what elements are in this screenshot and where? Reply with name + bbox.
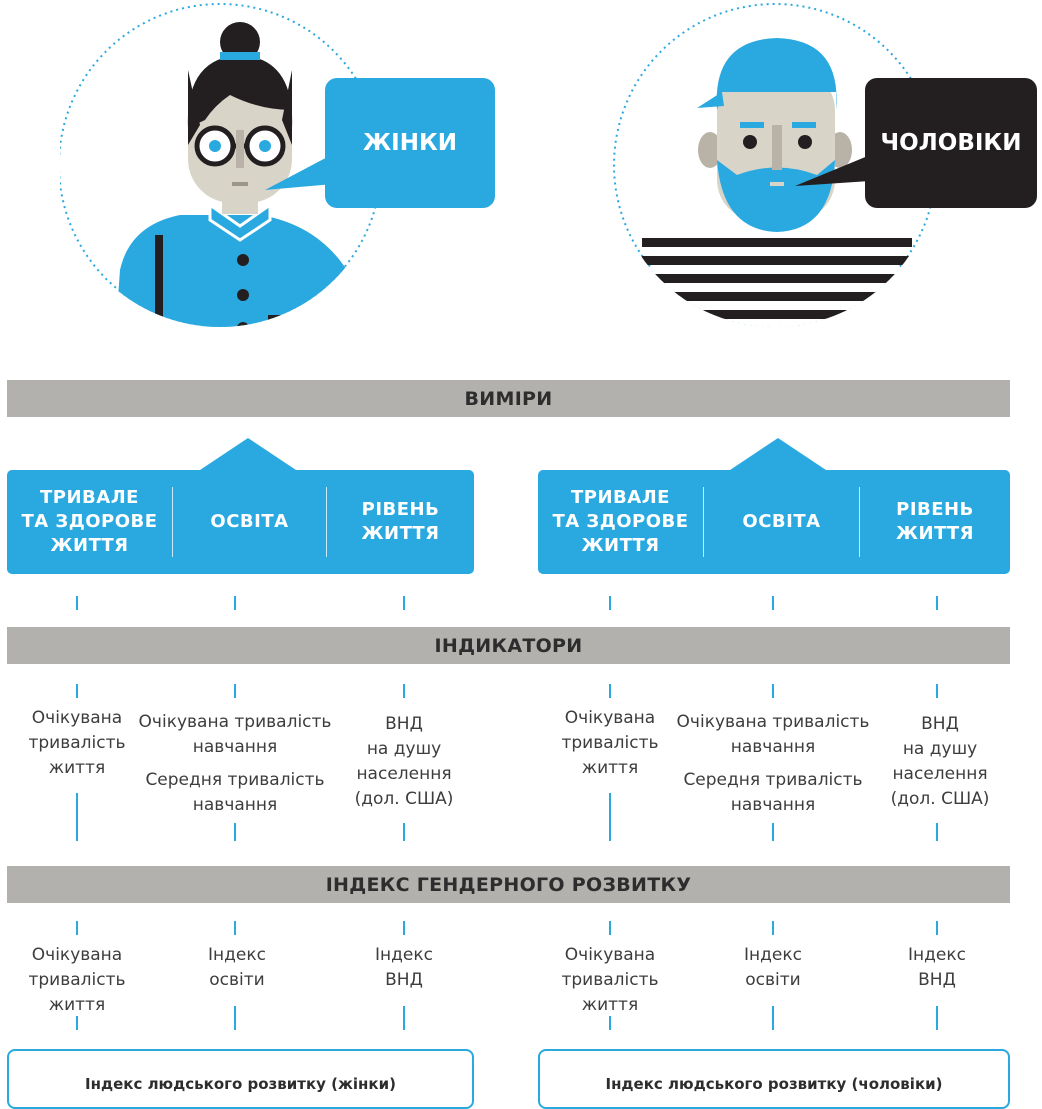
indicator-life-expectancy: Очікувана тривалість життя [28,708,126,778]
connector-line [772,1006,774,1030]
connector-line [76,793,78,841]
divider [326,487,327,557]
indicator-life-expectancy: Очікувана тривалість життя [561,708,659,778]
divider [172,487,173,557]
dimension-living-standard: РІВЕНЬ ЖИТТЯ [895,499,974,544]
connector-line [936,823,938,841]
connector-line [76,596,78,610]
connector-line [609,793,611,841]
connector-line [76,1016,78,1030]
connector-line [234,921,236,935]
connector-line [609,684,611,698]
dimension-living-standard: РІВЕНЬ ЖИТТЯ [361,499,440,544]
panel-notch [730,438,826,470]
index-gni: Індекс ВНД [375,945,433,990]
divider [703,487,704,557]
connector-line [609,596,611,610]
index-education: Індекс освіти [208,945,266,990]
gdi-band: ІНДЕКС ГЕНДЕРНОГО РОЗВИТКУ [7,866,1010,903]
indicator-gni-per-capita: ВНД на душу населення (дол. США) [354,714,454,809]
connector-line [772,684,774,698]
connector-line [609,921,611,935]
dimensions-panel-men: ТРИВАЛЕ ТА ЗДОРОВЕ ЖИТТЯ ОСВІТА РІВЕНЬ Ж… [538,438,1010,574]
connector-line [936,1006,938,1030]
women-speech-bubble [265,78,495,208]
connector-line [936,684,938,698]
connector-line [936,596,938,610]
connector-line [772,596,774,610]
dimensions-panel-women: ТРИВАЛЕ ТА ЗДОРОВЕ ЖИТТЯ ОСВІТА РІВЕНЬ Ж… [7,438,474,574]
indicators-band: ІНДИКАТОРИ [7,627,1010,664]
dimension-health: ТРИВАЛЕ ТА ЗДОРОВЕ ЖИТТЯ [21,487,158,556]
women-label: ЖІНКИ [362,130,457,156]
connector-line [403,1006,405,1030]
index-education: Індекс освіти [744,945,802,990]
man-avatar-illustration [613,3,937,327]
connector-line [772,823,774,841]
connector-line [403,596,405,610]
dimensions-band: ВИМІРИ [7,380,1010,417]
woman-avatar-illustration [60,3,382,327]
indicator-gni-per-capita: ВНД на душу населення (дол. США) [890,714,990,809]
indicator-mean-schooling: Середня тривалість навчання [683,770,863,815]
connector-line [936,921,938,935]
hdi-women-box: Індекс людського розвитку (жінки) [7,1049,474,1109]
indicator-mean-schooling: Середня тривалість навчання [145,770,325,815]
connector-line [76,684,78,698]
index-life-expectancy: Очікувана тривалість життя [561,945,659,1015]
men-label: ЧОЛОВІКИ [880,130,1022,156]
dimension-education: ОСВІТА [210,511,289,532]
dimension-health: ТРИВАЛЕ ТА ЗДОРОВЕ ЖИТТЯ [552,487,689,556]
connector-line [403,684,405,698]
connector-line [403,823,405,841]
index-life-expectancy: Очікувана тривалість життя [28,945,126,1015]
connector-line [772,921,774,935]
connector-line [234,596,236,610]
men-speech-bubble [795,78,1037,208]
indicator-expected-schooling: Очікувана тривалість навчання [676,712,870,757]
connector-line [76,921,78,935]
connector-line [234,823,236,841]
index-gni: Індекс ВНД [908,945,966,990]
connector-line [403,921,405,935]
connector-line [609,1016,611,1030]
dimension-education: ОСВІТА [742,511,821,532]
indicator-expected-schooling: Очікувана тривалість навчання [138,712,332,757]
panel-notch [200,438,296,470]
divider [859,487,860,557]
connector-line [234,1006,236,1030]
hdi-men-box: Індекс людського розвитку (чоловіки) [538,1049,1010,1109]
connector-line [234,684,236,698]
